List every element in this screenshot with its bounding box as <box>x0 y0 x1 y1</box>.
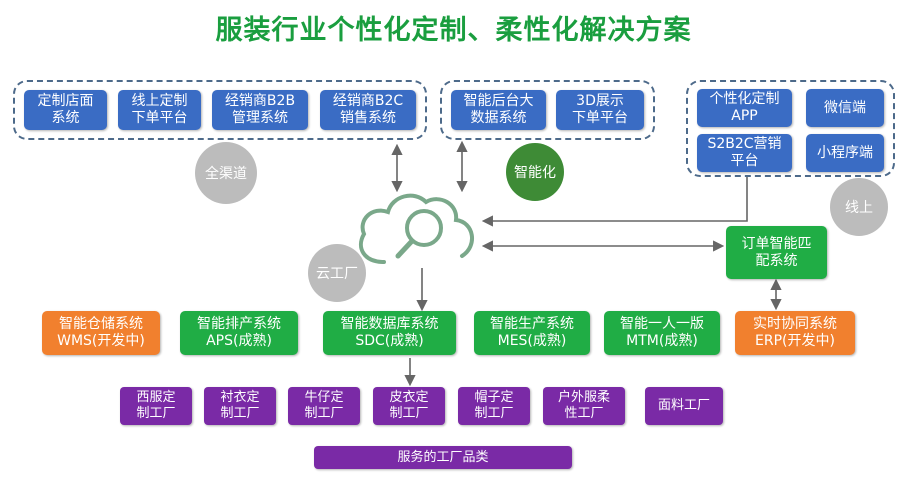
online-box-s2b2c[interactable]: S2B2C营销 平台 <box>697 134 792 172</box>
system-sdc[interactable]: 智能数据库系统 SDC(成熟) <box>323 311 456 355</box>
system-erp[interactable]: 实时协同系统 ERP(开发中) <box>735 311 855 355</box>
smart-box-3d[interactable]: 3D展示 下单平台 <box>556 90 644 130</box>
online-box-label: 小程序端 <box>817 144 873 161</box>
online-box-label: S2B2C营销 平台 <box>707 136 782 169</box>
channel-box-b2c[interactable]: 经销商B2C 销售系统 <box>320 90 416 130</box>
factory-label: 衬衣定 制工厂 <box>220 390 260 421</box>
factory-label: 牛仔定 制工厂 <box>304 390 344 421</box>
channel-box-label: 定制店面 系统 <box>37 93 94 126</box>
channel-box-label: 线上定制 下单平台 <box>131 93 188 126</box>
system-label: 智能仓储系统 WMS(开发中) <box>57 316 145 349</box>
online-circle: 线上 <box>830 178 888 236</box>
system-mtm[interactable]: 智能一人一版 MTM(成熟) <box>604 311 720 355</box>
factory-label: 户外服柔 性工厂 <box>557 390 610 421</box>
online-box-app[interactable]: 个性化定制 APP <box>697 89 792 127</box>
smart-box-label: 3D展示 下单平台 <box>572 93 628 126</box>
channel-box-online[interactable]: 线上定制 下单平台 <box>118 90 201 130</box>
channel-box-label: 经销商B2C 销售系统 <box>332 93 404 126</box>
smart-box-bigdata[interactable]: 智能后台大 数据系统 <box>451 90 546 130</box>
factory-label: 皮衣定 制工厂 <box>389 390 429 421</box>
factory-denim[interactable]: 牛仔定 制工厂 <box>288 387 360 425</box>
smart-circle: 智能化 <box>506 143 564 201</box>
online-box-label: 微信端 <box>824 99 866 116</box>
channel-box-b2b[interactable]: 经销商B2B 管理系统 <box>212 90 308 130</box>
smart-box-label: 智能后台大 数据系统 <box>463 93 534 126</box>
factory-caption: 服务的工厂品类 <box>314 446 572 469</box>
cloud-search-icon <box>358 193 474 264</box>
system-aps[interactable]: 智能排产系统 APS(成熟) <box>180 311 298 355</box>
online-box-wechat[interactable]: 微信端 <box>806 89 884 127</box>
factory-label: 帽子定 制工厂 <box>474 390 514 421</box>
online-group <box>686 80 895 177</box>
online-box-label: 个性化定制 APP <box>709 91 780 124</box>
cloud-factory-circle: 云工厂 <box>308 244 366 302</box>
channel-box-store[interactable]: 定制店面 系统 <box>24 90 107 130</box>
system-mes[interactable]: 智能生产系统 MES(成熟) <box>474 311 590 355</box>
factory-fabric[interactable]: 面料工厂 <box>645 387 723 425</box>
page-title: 服装行业个性化定制、柔性化解决方案 <box>215 15 692 46</box>
factory-suit[interactable]: 西服定 制工厂 <box>120 387 192 425</box>
factory-outdoor[interactable]: 户外服柔 性工厂 <box>543 387 625 425</box>
channel-group <box>13 80 427 140</box>
factory-label: 面料工厂 <box>657 398 710 413</box>
factory-leather[interactable]: 皮衣定 制工厂 <box>373 387 445 425</box>
factory-hat[interactable]: 帽子定 制工厂 <box>458 387 530 425</box>
channel-circle: 全渠道 <box>195 142 257 204</box>
system-label: 智能排产系统 APS(成熟) <box>197 316 281 349</box>
arrow-online-cloud <box>481 175 748 227</box>
system-label: 智能数据库系统 SDC(成熟) <box>340 316 439 349</box>
factory-shirt[interactable]: 衬衣定 制工厂 <box>204 387 276 425</box>
factory-label: 西服定 制工厂 <box>136 390 176 421</box>
system-label: 智能生产系统 MES(成熟) <box>490 316 574 349</box>
system-wms[interactable]: 智能仓储系统 WMS(开发中) <box>42 311 160 355</box>
online-box-miniprogram[interactable]: 小程序端 <box>806 134 884 172</box>
system-label: 实时协同系统 ERP(开发中) <box>753 316 837 349</box>
smart-group <box>440 80 655 140</box>
order-match-label: 订单智能匹 配系统 <box>741 235 812 269</box>
channel-box-label: 经销商B2B 管理系统 <box>224 93 296 126</box>
system-label: 智能一人一版 MTM(成熟) <box>620 316 704 349</box>
order-match-box[interactable]: 订单智能匹 配系统 <box>726 226 827 279</box>
